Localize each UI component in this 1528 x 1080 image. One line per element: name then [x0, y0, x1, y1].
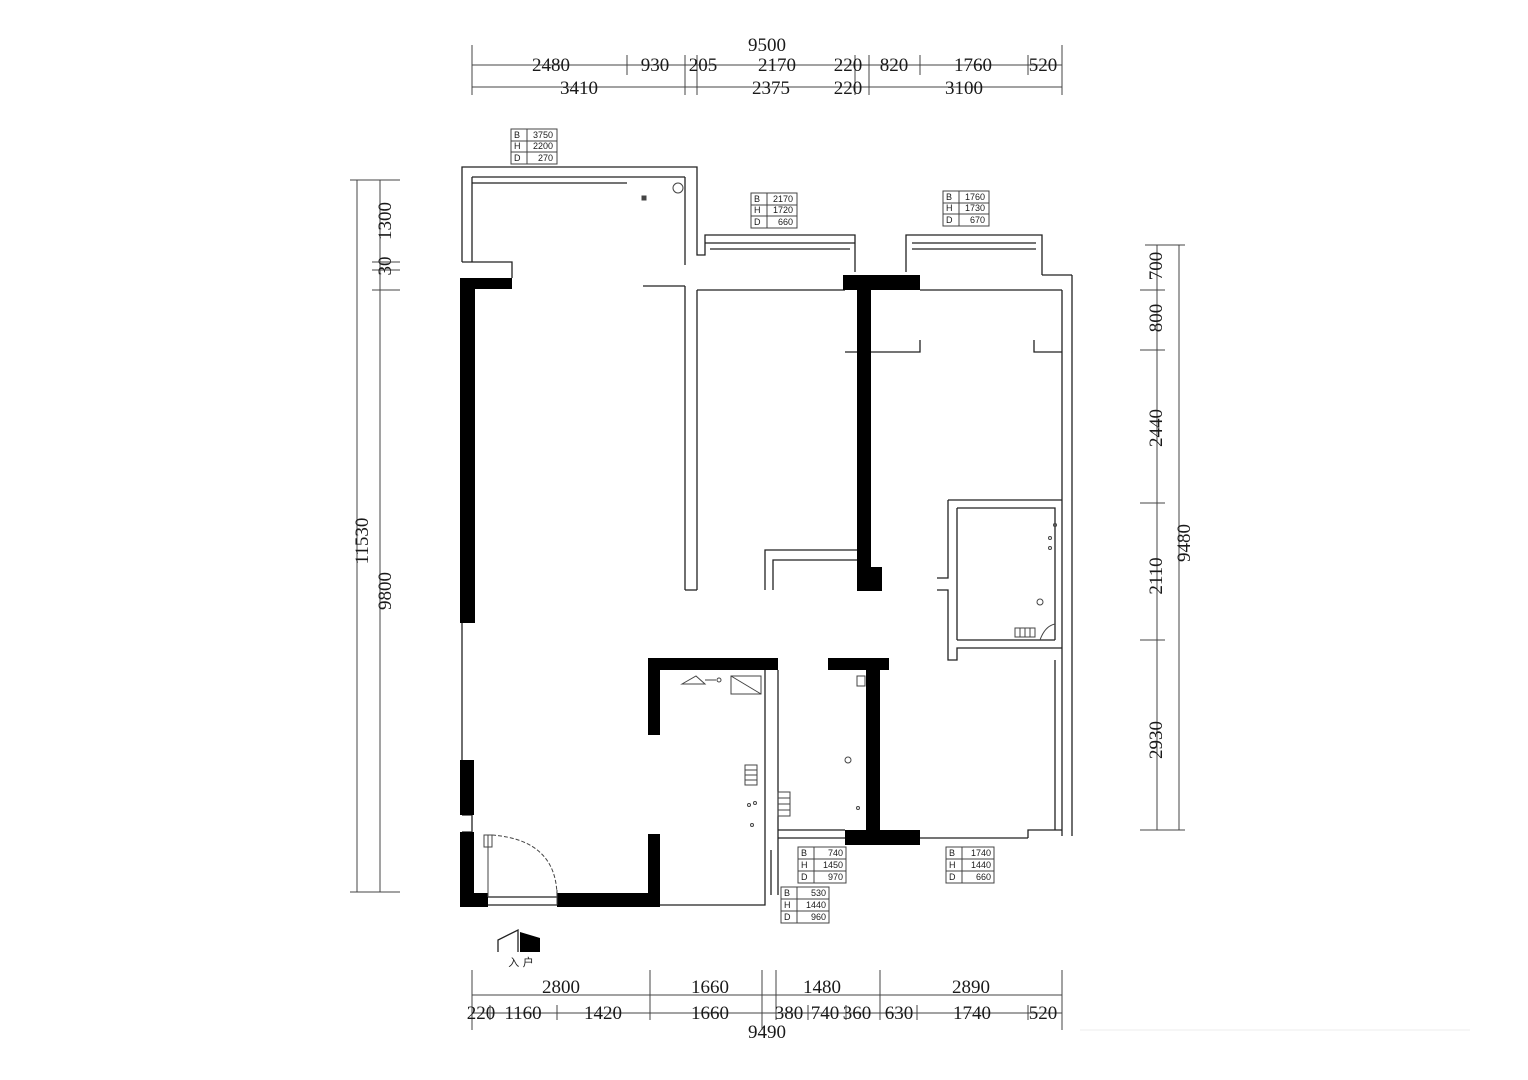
dim-left-3: 9800: [375, 572, 396, 610]
win5-value-h: 1440: [971, 860, 991, 870]
win6-value-h: 1440: [806, 900, 826, 910]
win3-label-h: H: [946, 203, 953, 213]
entrance-label: 入 户: [508, 955, 534, 969]
dim-bottom-sub-7: 360: [843, 1003, 872, 1024]
win3-label-b: B: [946, 192, 952, 202]
win2-value-h: 1720: [773, 205, 793, 215]
dim-left-outer: 11530: [352, 518, 373, 565]
top-dimension-chain: 9500 2480 930 205 2170 220 820 1760 520 …: [471, 35, 1063, 99]
dim-bottom-sub-6: 740: [811, 1003, 840, 1024]
win3-value-h: 1730: [965, 203, 985, 213]
win1-value-h: 2200: [533, 141, 553, 151]
dim-bottom-sub-1: 220: [467, 1003, 496, 1024]
win4-label-d: D: [801, 872, 808, 882]
dim-right-outer: 9480: [1174, 524, 1195, 562]
win3-label-d: D: [946, 215, 953, 225]
win1-value-b: 3750: [533, 130, 553, 140]
entrance-door: [483, 834, 558, 905]
dim-bottom-2: 1660: [691, 977, 729, 998]
window-spec-table-6: B H D 530 1440 960: [780, 886, 830, 924]
win4-value-b: 740: [828, 848, 843, 858]
win5-value-d: 660: [976, 872, 991, 882]
dim-top-7: 1760: [954, 55, 992, 76]
dim-right-4: 2110: [1146, 557, 1167, 594]
dim-bottom-sub-8: 630: [885, 1003, 914, 1024]
win2-label-h: H: [754, 205, 761, 215]
dim-top-3: 205: [689, 55, 718, 76]
win4-value-h: 1450: [823, 860, 843, 870]
dim-left-1: 1300: [375, 202, 396, 240]
dim-top-8: 520: [1029, 55, 1058, 76]
fixtures: [641, 182, 1057, 827]
dim-top-sub-2: 2375: [752, 78, 790, 99]
win6-label-d: D: [784, 912, 791, 922]
dim-right-3: 2440: [1146, 409, 1167, 447]
dim-right-1: 700: [1146, 252, 1167, 281]
dim-top-sub-3: 220: [834, 78, 863, 99]
dim-top-sub-1: 3410: [560, 78, 598, 99]
dim-top-6: 820: [880, 55, 909, 76]
dim-bottom-sub-9: 1740: [953, 1003, 991, 1024]
win4-value-d: 970: [828, 872, 843, 882]
dim-top-sub-4: 3100: [945, 78, 983, 99]
win2-value-b: 2170: [773, 194, 793, 204]
entrance-arrow-icon: 入 户: [497, 928, 540, 969]
dim-top-4: 2170: [758, 55, 796, 76]
win6-label-b: B: [784, 888, 790, 898]
window-spec-table-5: B H D 1740 1440 660: [945, 846, 995, 884]
dim-bottom-sub-10: 520: [1029, 1003, 1058, 1024]
win6-value-b: 530: [811, 888, 826, 898]
win5-label-d: D: [949, 872, 956, 882]
partition-lines: [461, 166, 1073, 906]
bottom-dimension-chain: 2800 1660 1480 2890 220 1160 1420 1660 3…: [467, 970, 1063, 1043]
dim-top-5: 220: [834, 55, 863, 76]
win3-value-b: 1760: [965, 192, 985, 202]
dim-top-2: 930: [641, 55, 670, 76]
win6-label-h: H: [784, 900, 791, 910]
win5-value-b: 1740: [971, 848, 991, 858]
win2-label-d: D: [754, 217, 761, 227]
win2-value-d: 660: [778, 217, 793, 227]
win3-value-d: 670: [970, 215, 985, 225]
dim-left-2: 30: [375, 257, 396, 276]
dim-bottom-1: 2800: [542, 977, 580, 998]
window-spec-table-4: B H D 740 1450 970: [797, 846, 847, 884]
win1-value-d: 270: [538, 153, 553, 163]
dim-top-1: 2480: [532, 55, 570, 76]
win6-value-d: 960: [811, 912, 826, 922]
win1-label-d: D: [514, 153, 521, 163]
win5-label-b: B: [949, 848, 955, 858]
dim-bottom-sub-3: 1420: [584, 1003, 622, 1024]
window-spec-table-2: B H D 2170 1720 660: [750, 192, 798, 229]
structural-walls: [460, 275, 920, 907]
win5-label-h: H: [949, 860, 956, 870]
right-dimension-chain: 9480 700 800 2440 2110 2930: [1140, 244, 1195, 831]
dim-bottom-total: 9490: [748, 1022, 786, 1043]
win4-label-b: B: [801, 848, 807, 858]
window-spec-table-1: B H D 3750 2200 270: [510, 128, 558, 165]
win2-label-b: B: [754, 194, 760, 204]
dim-bottom-sub-4: 1660: [691, 1003, 729, 1024]
dim-bottom-sub-2: 1160: [504, 1003, 541, 1024]
dim-right-5: 2930: [1146, 721, 1167, 759]
dim-right-2: 800: [1146, 304, 1167, 333]
dim-top-total: 9500: [748, 35, 786, 56]
win1-label-h: H: [514, 141, 521, 151]
win4-label-h: H: [801, 860, 808, 870]
window-spec-table-3: B H D 1760 1730 670: [942, 190, 990, 227]
win1-label-b: B: [514, 130, 520, 140]
dim-bottom-sub-5: 380: [775, 1003, 804, 1024]
dim-bottom-4: 2890: [952, 977, 990, 998]
dim-bottom-3: 1480: [803, 977, 841, 998]
left-dimension-chain: 11530 1300 30 9800: [350, 179, 400, 893]
